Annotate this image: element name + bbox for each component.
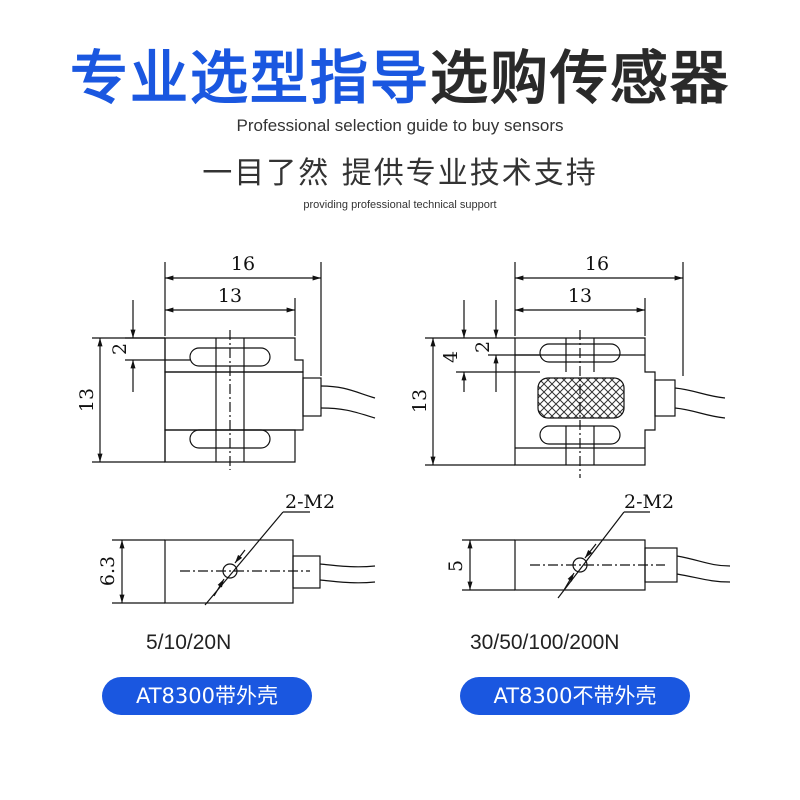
right-dim-slot: 2 bbox=[472, 341, 494, 353]
left-dim-width-inner: 13 bbox=[218, 285, 242, 307]
left-front-view bbox=[92, 262, 376, 470]
subtitle-english: Professional selection guide to buy sens… bbox=[236, 116, 564, 135]
left-dim-width-outer: 16 bbox=[231, 253, 255, 275]
right-dim-thickness: 5 bbox=[445, 560, 467, 572]
right-dim-width-outer: 16 bbox=[585, 253, 609, 275]
left-force-range: 5/10/20N bbox=[146, 631, 232, 654]
right-dim-width-inner: 13 bbox=[568, 285, 592, 307]
right-dim-thread: 2-M2 bbox=[624, 491, 674, 513]
page-title: 专业选型指导选购传感器 bbox=[0, 38, 800, 118]
left-dim-thickness: 6.3 bbox=[97, 556, 119, 586]
left-dim-height: 13 bbox=[76, 388, 98, 412]
tagline-chinese: 一目了然 提供专业技术支持 bbox=[202, 156, 598, 191]
right-model-badge[interactable]: AT8300不带外壳 bbox=[460, 677, 690, 715]
right-dim-height: 13 bbox=[409, 389, 431, 413]
right-dim-offset: 4 bbox=[440, 351, 462, 363]
title-highlight: 专业选型指导 bbox=[69, 44, 430, 112]
right-side-view bbox=[462, 511, 731, 599]
tagline-english: providing professional technical support bbox=[303, 199, 497, 211]
left-model-badge[interactable]: AT8300带外壳 bbox=[102, 677, 312, 715]
left-dim-thread: 2-M2 bbox=[285, 491, 335, 513]
right-force-range: 30/50/100/200N bbox=[470, 631, 620, 654]
left-dim-slot: 2 bbox=[109, 343, 131, 355]
left-side-view bbox=[112, 511, 376, 606]
title-rest: 选购传感器 bbox=[430, 44, 731, 112]
right-front-view bbox=[425, 262, 726, 478]
